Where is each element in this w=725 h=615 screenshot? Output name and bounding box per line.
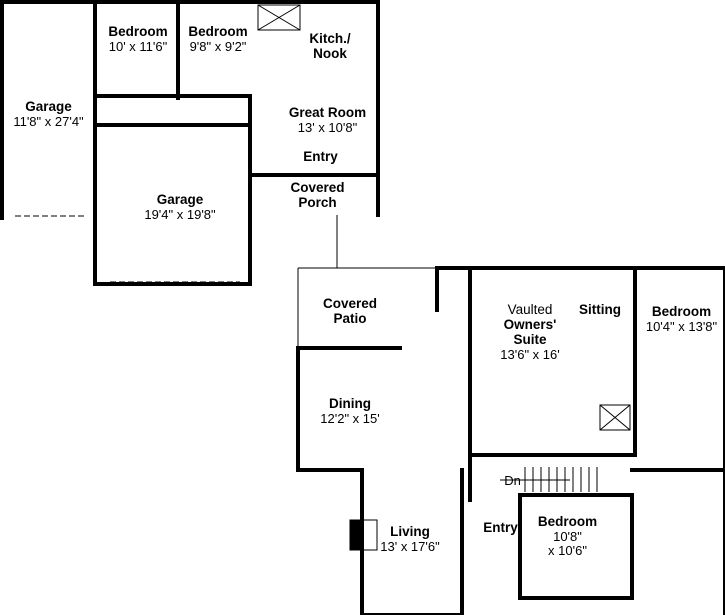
room-great-room: Great Room 13' x 10'8" xyxy=(280,105,375,135)
room-kitchen-nook: Kitch./ Nook xyxy=(302,31,358,62)
room-bedroom-4: Bedroom 10'8" x 10'6" xyxy=(525,514,610,559)
room-name: Bedroom xyxy=(651,304,712,319)
room-bedroom-2: Bedroom 9'8" x 9'2" xyxy=(180,24,256,54)
room-dimensions: 10'8" xyxy=(553,528,582,544)
room-dimensions: 10' x 11'6" xyxy=(108,38,168,54)
room-name: Garage xyxy=(25,99,72,114)
room-name-line2: Nook xyxy=(313,45,347,61)
room-dimensions: 19'4" x 19'8" xyxy=(144,206,216,222)
room-sitting: Sitting xyxy=(570,302,630,318)
room-name: Dining xyxy=(329,396,371,411)
room-entry-north: Entry xyxy=(298,149,343,165)
room-name-line2: Patio xyxy=(333,310,367,326)
room-covered-porch: Covered Porch xyxy=(280,180,355,211)
room-name: Bedroom xyxy=(108,24,168,39)
room-dimensions: 9'8" x 9'2" xyxy=(189,38,247,54)
room-name: Covered xyxy=(322,296,378,311)
room-name: Living xyxy=(390,524,430,539)
room-dimensions: 13'6" x 16' xyxy=(500,346,560,362)
room-dimensions: 12'2" x 15' xyxy=(320,410,380,426)
room-name: Entry xyxy=(483,520,518,535)
room-name-line2: Porch xyxy=(298,194,337,210)
room-covered-patio: Covered Patio xyxy=(315,296,385,327)
room-bedroom-3: Bedroom 10'4" x 13'8" xyxy=(638,304,725,334)
room-garage-left: Garage 11'8" x 27'4" xyxy=(2,99,95,129)
room-owners-suite: Vaulted Owners' Suite 13'6" x 16' xyxy=(490,302,570,362)
room-dimensions: 11'8" x 27'4" xyxy=(13,113,84,129)
room-living: Living 13' x 17'6" xyxy=(370,524,450,554)
room-name: Owners' xyxy=(503,316,557,332)
room-name-line2: Suite xyxy=(513,331,547,347)
room-dimensions: 10'4" x 13'8" xyxy=(645,318,718,334)
room-bedroom-1: Bedroom 10' x 11'6" xyxy=(98,24,178,54)
room-garage-main: Garage 19'4" x 19'8" xyxy=(125,192,235,222)
room-stair: Dn xyxy=(500,473,525,488)
room-name: Dn xyxy=(504,473,521,488)
room-name: Sitting xyxy=(579,302,621,317)
room-dimensions: 13' x 17'6" xyxy=(380,538,440,554)
room-prefix: Vaulted xyxy=(507,302,553,317)
room-name: Covered xyxy=(290,180,345,195)
room-name: Bedroom xyxy=(188,24,248,39)
room-dining: Dining 12'2" x 15' xyxy=(315,396,385,426)
room-name: Garage xyxy=(156,192,204,207)
room-name: Bedroom xyxy=(537,514,598,529)
room-entry-south: Entry xyxy=(478,520,523,536)
room-dimensions: 13' x 10'8" xyxy=(297,119,358,135)
room-name: Great Room xyxy=(288,105,367,120)
room-dimensions-line2: x 10'6" xyxy=(548,543,587,559)
room-name: Kitch./ xyxy=(309,31,351,46)
room-name: Entry xyxy=(303,149,338,164)
